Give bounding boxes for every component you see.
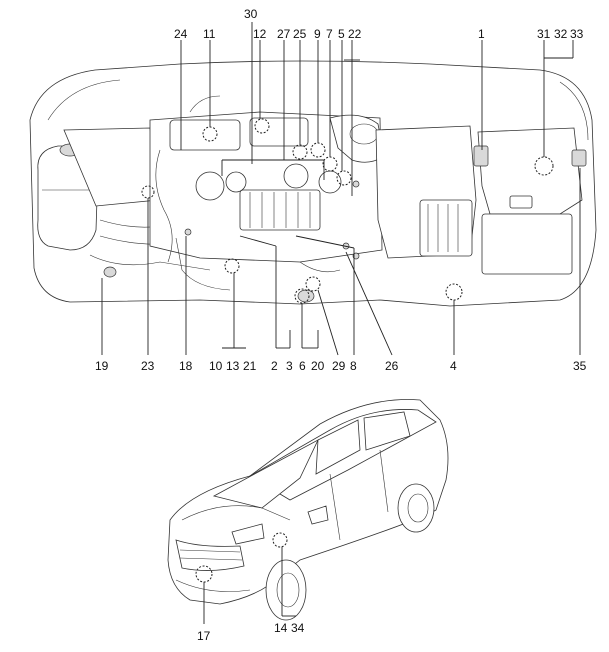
marker-12	[254, 118, 270, 134]
engine-bay-illustration	[29, 60, 597, 307]
callout-17: 17	[197, 629, 211, 643]
callout-20: 20	[311, 359, 325, 373]
callout-11: 11	[203, 27, 216, 41]
callout-2: 2	[271, 359, 278, 373]
callout-35: 35	[573, 359, 587, 373]
callout-29: 29	[332, 359, 346, 373]
callout-7: 7	[326, 27, 333, 41]
callout-19: 19	[95, 359, 109, 373]
callout-5: 5	[338, 27, 345, 41]
vehicle-illustration	[167, 399, 449, 621]
callout-27: 27	[277, 27, 291, 41]
marker-5	[336, 170, 352, 186]
callout-21: 21	[243, 359, 257, 373]
callout-30: 30	[244, 7, 258, 21]
callout-6: 6	[299, 359, 306, 373]
callout-9: 9	[314, 27, 321, 41]
callout-8: 8	[350, 359, 357, 373]
marker-29	[305, 276, 321, 292]
callout-23: 23	[141, 359, 155, 373]
callout-24: 24	[174, 27, 188, 41]
callout-22: 22	[348, 27, 362, 41]
leader-lines	[101, 22, 581, 356]
callout-4: 4	[450, 359, 457, 373]
callout-3: 3	[286, 359, 293, 373]
marker-31	[534, 156, 554, 176]
marker-10	[224, 258, 240, 274]
callout-10: 10	[209, 359, 223, 373]
callout-18: 18	[179, 359, 193, 373]
callout-25: 25	[293, 27, 307, 41]
callout-13: 13	[226, 359, 240, 373]
callout-26: 26	[385, 359, 399, 373]
vehicle-leader-lines	[203, 547, 296, 624]
callout-labels: 24 11 30 12 27 25 9 7 5 22 1 31 32 33 19…	[95, 7, 587, 643]
callout-32: 32	[554, 27, 568, 41]
callout-31: 31	[537, 27, 551, 41]
marker-14	[272, 532, 288, 548]
callout-33: 33	[570, 27, 584, 41]
callout-1: 1	[478, 27, 485, 41]
callout-14: 14	[274, 621, 288, 635]
callout-12: 12	[253, 27, 267, 41]
callout-34: 34	[291, 621, 305, 635]
